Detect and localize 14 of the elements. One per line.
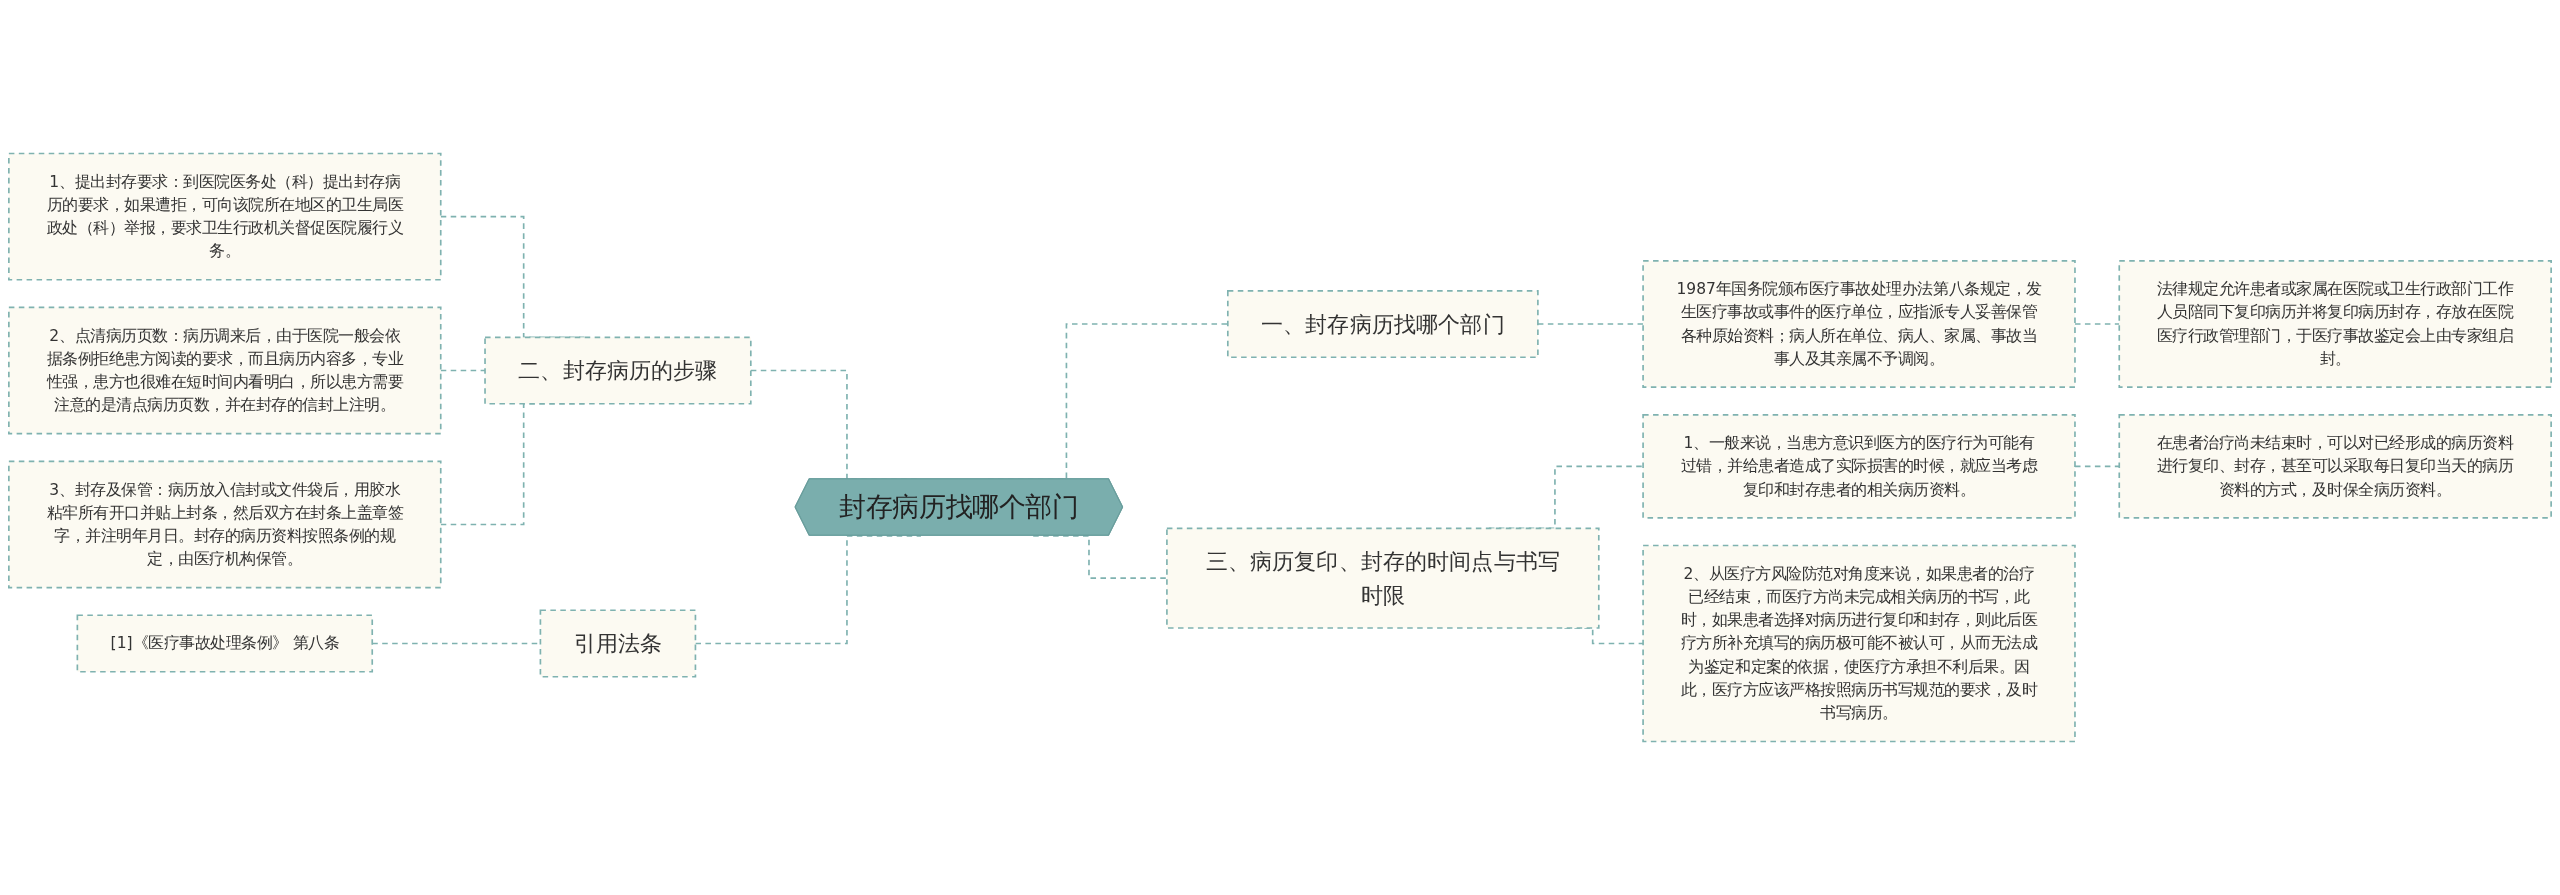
node-box: 2、从医疗方风险防范对角度来说，如果患者的治疗已经结束，而医疗方尚未完成相关病历的书写，此时，如果患者选择对病历进行复印和封存，则此后医疗方所补充填写的病历极可能不被认可，从而无法成为鉴定和定案的依据，使医疗方承担不利后果。因此，医疗方应该严格按照病历书写规范的要求，及时书写病历。	[1642, 544, 2076, 743]
node-box: [1]《医疗事故处理条例》 第八条	[76, 614, 374, 673]
node-box: 3、封存及保管：病历放入信封或文件袋后，用胶水粘牢所有开口并贴上封条，然后双方在封条上盖章签字，并注明年月日。封存的病历资料按照条例的规定，由医疗机构保管。	[8, 460, 442, 589]
node-box: 1、提出封存要求：到医院医务处（科）提出封存病历的要求，如果遭拒，可向该院所在地区的卫生局医政处（科）举报，要求卫生行政机关督促医院履行义务。	[8, 152, 442, 281]
node-box: 三、病历复印、封存的时间点与书写时限	[1166, 527, 1600, 629]
node-box: 1、一般来说，当患方意识到医方的医疗行为可能有过错，并给患者造成了实际损害的时候，就应当考虑复印和封存患者的相关病历资料。	[1642, 414, 2076, 519]
node-box: 二、封存病历的步骤	[484, 336, 752, 405]
node-box: 法律规定允许患者或家属在医院或卫生行政部门工作人员陪同下复印病历并将复印病历封存，存放在医院医疗行政管理部门，于医疗事故鉴定会上由专家组启封。	[2118, 260, 2552, 388]
connector	[1537, 323, 1644, 325]
node-box: 在患者治疗尚未结束时，可以对已经形成的病历资料进行复印、封存，甚至可以采取每日复印当天的病历资料的方式，及时保全病历资料。	[2118, 414, 2552, 519]
node-box: 1987年国务院颁布医疗事故处理办法第八条规定，发生医疗事故或事件的医疗单位，应指派专人妥善保管各种原始资料；病人所在单位、病人、家属、事故当事人及其亲属不予调阅。	[1642, 260, 2076, 388]
node-box: 引用法条	[539, 609, 697, 678]
node-box: 2、点清病历页数：病历调来后，由于医院一般会依据条例拒绝患方阅读的要求，而且病历内容多，专业性强，患方也很难在短时间内看明白，所以患方需要注意的是清点病历页数，并在封存的信封上注明。	[8, 306, 442, 435]
node-box: 一、封存病历找哪个部门	[1227, 289, 1539, 359]
